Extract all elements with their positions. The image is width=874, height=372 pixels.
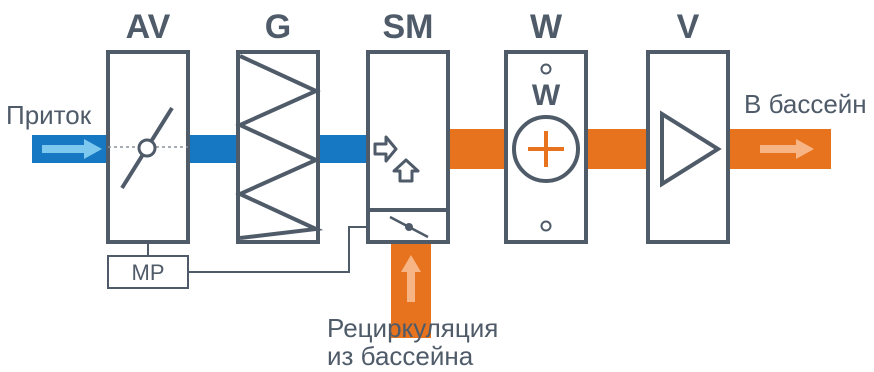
outlet-label: В бассейн bbox=[744, 89, 867, 119]
recirculation-damper-icon bbox=[389, 215, 429, 239]
control-line bbox=[188, 226, 370, 273]
fan-triangle-icon bbox=[660, 110, 722, 188]
mixing-arrows-icon bbox=[373, 135, 420, 183]
recirculation-arrow-icon bbox=[401, 255, 421, 302]
recirculation-label-line1: Рециркуляция bbox=[327, 313, 498, 343]
v-code-label: V bbox=[677, 8, 700, 46]
w-code-label: W bbox=[530, 8, 563, 46]
mp-actuator-box bbox=[107, 255, 189, 289]
sm-code-label: SM bbox=[383, 8, 434, 46]
damper-blade-icon bbox=[120, 106, 174, 190]
av-code-label: AV bbox=[126, 8, 171, 46]
inlet-label: Приток bbox=[6, 100, 92, 130]
inlet-arrow-icon bbox=[42, 139, 102, 159]
g-code-label: G bbox=[265, 8, 291, 46]
heater-plus-icon bbox=[512, 115, 580, 183]
indicator-top bbox=[540, 63, 552, 75]
recirculation-label-line2: из бассейна bbox=[327, 341, 474, 371]
filter-zigzag-icon bbox=[235, 54, 324, 240]
w-inner-label: W bbox=[532, 79, 561, 112]
mp-label: MP bbox=[132, 260, 165, 285]
outlet-arrow-icon bbox=[760, 139, 814, 159]
indicator-bottom bbox=[540, 220, 552, 232]
